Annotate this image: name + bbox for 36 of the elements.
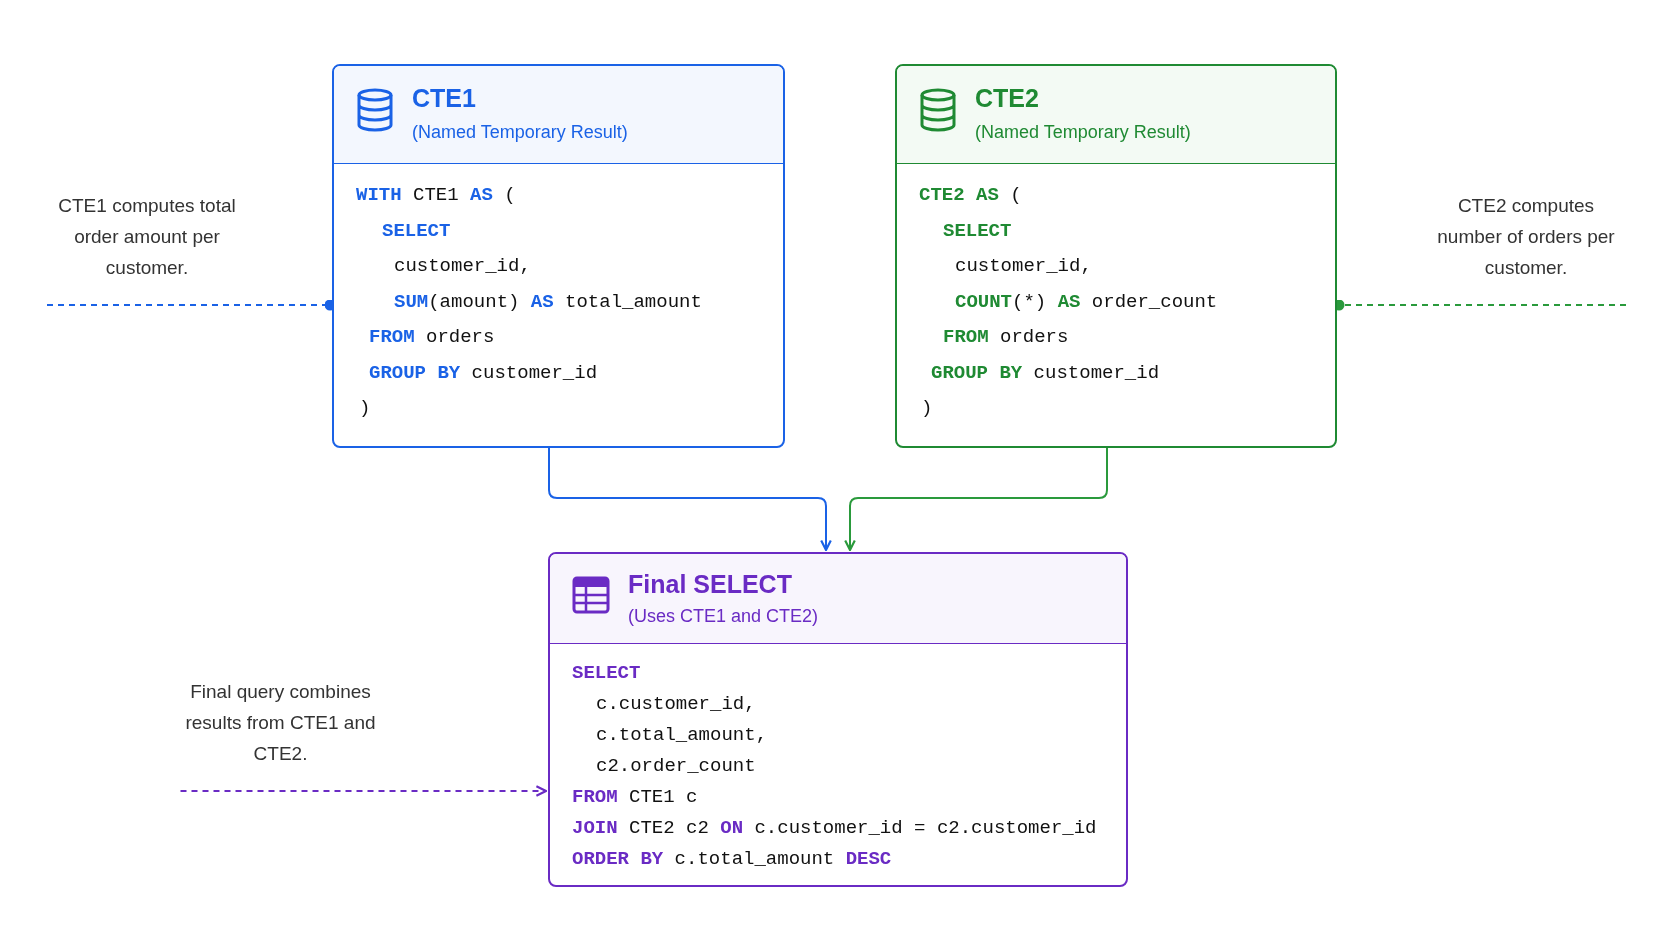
code-line: FROM orders xyxy=(943,326,1069,348)
code-line: ) xyxy=(921,397,933,419)
annotation-text: CTE1 computes total order amount per customer. xyxy=(52,190,242,283)
code-line: JOIN CTE2 c2 ON c.customer_id = c2.customer_id xyxy=(572,817,1097,839)
code-line: customer_id, xyxy=(394,255,531,277)
code-line: SELECT xyxy=(572,662,641,684)
code-line: c.total_amount, xyxy=(596,724,768,746)
code-line: c.customer_id, xyxy=(596,693,756,715)
annotation-text: Final query combines results from CTE1 and CTE2. xyxy=(178,676,383,769)
code-line: FROM orders xyxy=(369,326,495,348)
code-line: GROUP BY customer_id xyxy=(931,361,1160,384)
card-title: Final SELECT xyxy=(628,570,792,599)
code-line: ORDER BY c.total_amount DESC xyxy=(572,848,892,870)
code-line: customer_id, xyxy=(955,255,1092,277)
card-subtitle: (Named Temporary Result) xyxy=(975,122,1191,143)
card-title: CTE2 xyxy=(975,84,1039,113)
dashed-arrow xyxy=(179,785,548,797)
code-line: ) xyxy=(359,397,371,419)
code-line: SELECT xyxy=(382,219,451,242)
code-line: CTE2 AS ( xyxy=(919,184,1022,206)
code-card xyxy=(895,64,1337,448)
code-line: SELECT xyxy=(943,219,1012,242)
code-line: SUM(amount) AS total_amount xyxy=(394,290,702,313)
arrow xyxy=(548,447,832,552)
card-subtitle: (Uses CTE1 and CTE2) xyxy=(628,606,819,627)
card-title: CTE1 xyxy=(412,84,476,113)
annotation-text: CTE2 computes number of orders per customer. xyxy=(1431,190,1621,283)
code-card xyxy=(548,552,1128,887)
card-subtitle: (Named Temporary Result) xyxy=(412,122,628,143)
code-line: c2.order_count xyxy=(596,755,756,777)
arrow xyxy=(844,447,1108,552)
code-line: COUNT(*) AS order_count xyxy=(955,290,1218,313)
code-line: FROM CTE1 c xyxy=(572,786,698,808)
code-line: WITH CTE1 AS ( xyxy=(356,184,516,206)
code-card xyxy=(332,64,785,448)
code-line: GROUP BY customer_id xyxy=(369,361,598,384)
